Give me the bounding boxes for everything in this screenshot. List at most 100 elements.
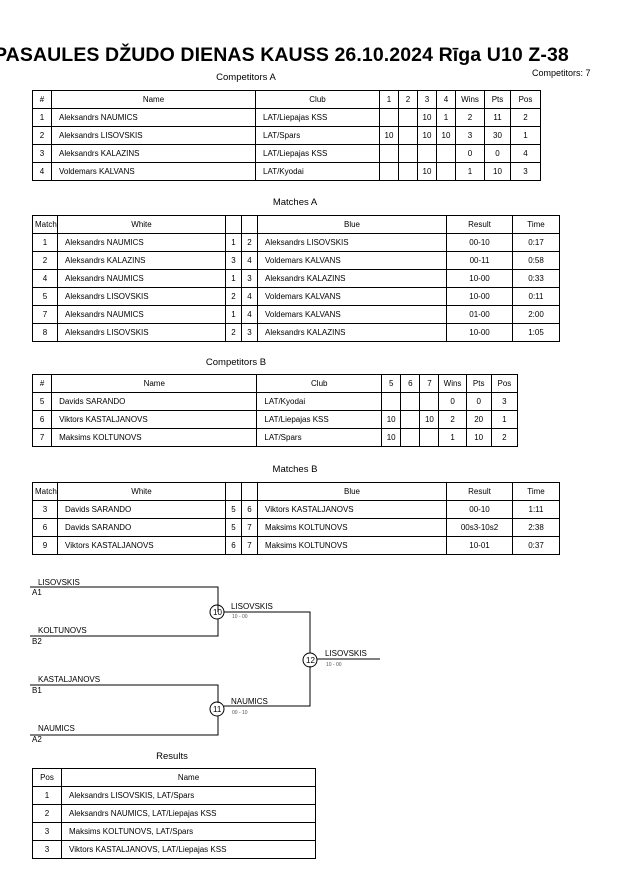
col-header: # [31,374,53,393]
bracket-semi2-winner: NAUMICS [231,697,268,706]
matches-b-title: Matches B [272,464,318,475]
table-cell: LAT/Liepajas KSS [255,108,380,127]
table-cell: 0:58 [512,251,560,270]
col-header [241,215,258,234]
table-cell [379,144,399,163]
table-cell: 0:11 [512,287,560,306]
table-cell: 1 [455,162,485,181]
table-cell: Maksims KOLTUNOVS, LAT/Spars [61,822,316,841]
bracket-semi2-bottom-name: NAUMICS [38,724,75,733]
table-cell: 10-01 [446,536,513,555]
table-cell: Aleksandrs NAUMICS [51,108,256,127]
table-cell: Voldemars KALVANS [257,287,447,306]
col-header [241,482,258,501]
table-cell: 3 [455,126,485,145]
table-cell: 2:00 [512,305,560,324]
table-cell [400,428,421,447]
matches-a-title: Matches A [272,197,318,208]
competitors-a-title: Competitors A [216,72,276,83]
col-header: Club [255,90,380,109]
table-cell: 2 [32,251,58,270]
table-cell: 2 [490,428,519,447]
table-cell: 4 [32,162,52,181]
table-cell: 1 [490,410,519,429]
table-cell: 11 [484,108,511,127]
table-header-row: # Name Club 5 6 7 Wins Pts Pos [31,374,519,393]
table-cell [381,392,402,411]
table-cell [419,428,440,447]
table-cell: 1 [510,126,541,145]
table-cell: 1:05 [512,323,560,342]
table-cell: 10 [484,162,511,181]
bracket-semi2-score: 00 - 10 [232,710,248,716]
table-cell: 10 [419,410,440,429]
table-cell [398,162,418,181]
table-cell: 1 [225,233,242,252]
table-cell: Viktors KASTALJANOVS [257,500,447,519]
table-cell: 10-00 [446,287,513,306]
table-cell: 3 [241,269,258,288]
page-title: PASAULES DŽUDO DIENAS KAUSS 26.10.2024 R… [0,44,569,66]
col-header: 4 [436,90,456,109]
table-cell: 0:17 [512,233,560,252]
bracket-semi2-match-number: 11 [213,705,222,714]
table-cell [379,108,399,127]
table-cell: 2 [225,287,242,306]
table-cell: 3 [510,162,541,181]
table-cell: 6 [31,410,53,429]
col-header: 7 [419,374,440,393]
table-cell: 10 [417,162,437,181]
table-cell: 1 [32,233,58,252]
table-cell: Aleksandrs NAUMICS [57,269,226,288]
table-cell: 9 [32,536,58,555]
table-cell: Viktors KASTALJANOVS [57,536,226,555]
table-cell [398,126,418,145]
bracket-semi1-top-name: LISOVSKIS [38,578,80,587]
table-cell: Aleksandrs KALAZINS [257,269,447,288]
table-cell: 3 [32,500,58,519]
competitors-b-title: Competitors B [205,357,267,368]
table-cell: 10 [436,126,456,145]
table-cell: Aleksandrs NAUMICS [57,233,226,252]
table-cell: 1 [32,786,62,805]
col-header: Pts [484,90,511,109]
table-cell: Aleksandrs KALAZINS [51,144,256,163]
table-cell: 7 [241,518,258,537]
table-cell: 1:11 [512,500,560,519]
table-cell: Maksims KOLTUNOVS [257,536,447,555]
col-header: Name [61,768,316,787]
table-cell: 6 [241,500,258,519]
table-cell: Aleksandrs LISOVSKIS [51,126,256,145]
table-cell: 3 [225,251,242,270]
table-cell: Viktors KASTALJANOVS [51,410,258,429]
col-header: 1 [379,90,399,109]
table-cell: 10 [417,108,437,127]
bracket-semi1-bottom-name: KOLTUNOVS [38,626,87,635]
table-cell: Aleksandrs LISOVSKIS [257,233,447,252]
table-cell: 10 [417,126,437,145]
table-cell [398,144,418,163]
table-cell: 30 [484,126,511,145]
table-cell: 7 [241,536,258,555]
col-header: Pos [32,768,62,787]
table-cell: 3 [241,323,258,342]
results-title: Results [156,751,188,762]
table-cell: 10 [379,126,399,145]
bracket-final-score: 10 - 00 [326,662,342,668]
bracket-semi2-bottom-seed: A2 [32,735,42,744]
table-cell [436,162,456,181]
table-cell: Maksims KOLTUNOVS [257,518,447,537]
table-cell: 5 [31,392,53,411]
